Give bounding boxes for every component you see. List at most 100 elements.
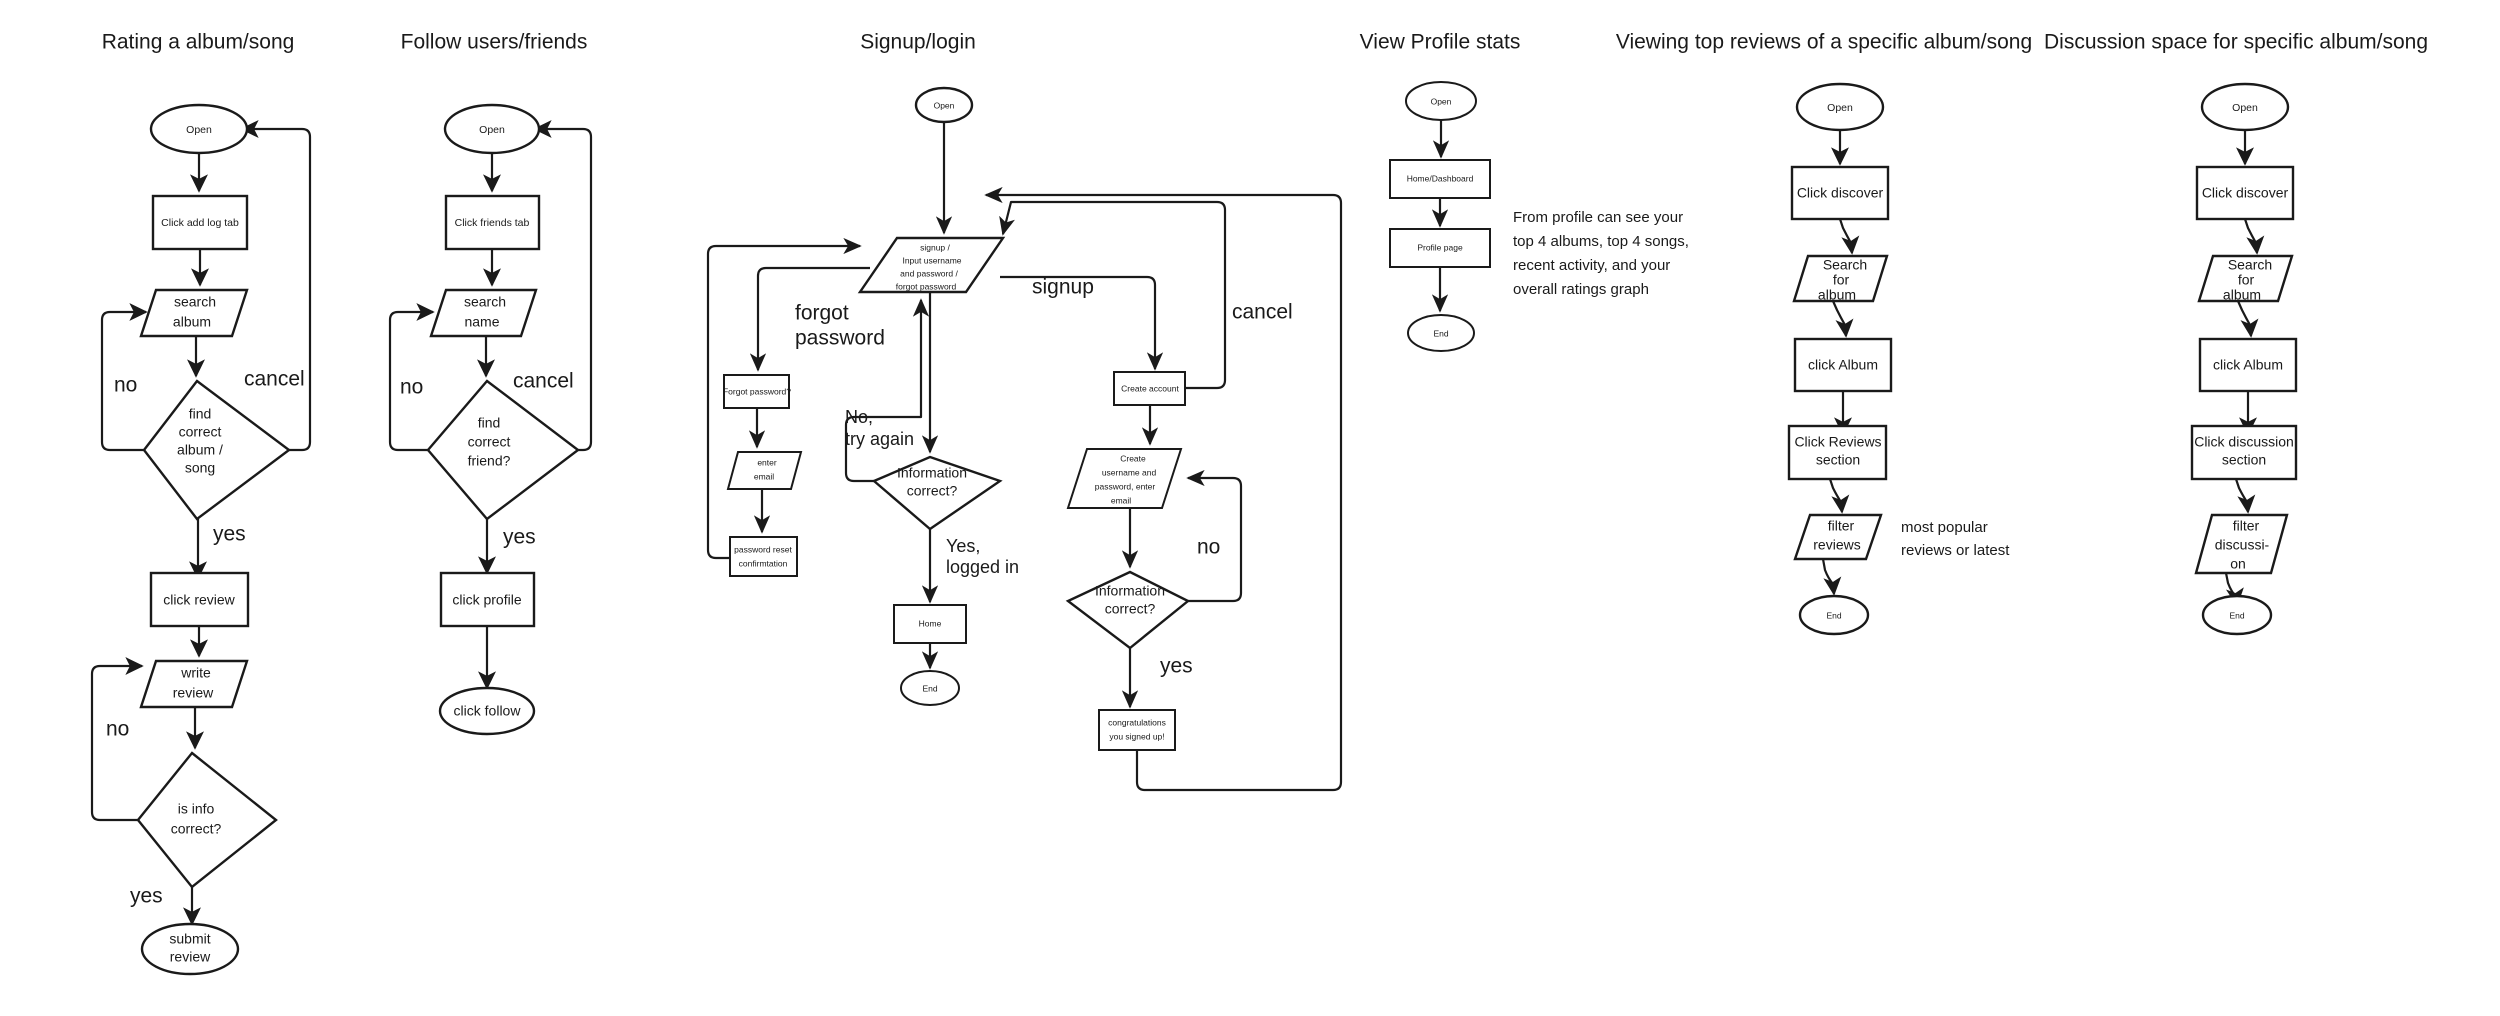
reviews-node-click-album-label: click Album — [1808, 357, 1878, 373]
reviews-node-filter-reviews[interactable] — [1793, 513, 1883, 561]
profile-node-home-dashboard[interactable] — [1389, 159, 1491, 199]
follow-edge-cancel — [533, 119, 593, 452]
signup-node-end-label: End — [922, 683, 937, 693]
signup-node-congrats-line2: you signed up! — [1109, 731, 1164, 741]
signup-label-no-signup: no — [1197, 536, 1220, 559]
signup-label-forgot-2: password — [795, 327, 885, 350]
follow-node-find-friend-line1: find — [478, 415, 501, 431]
signup-node-end[interactable] — [900, 670, 960, 706]
signup-label-forgot-1: forgot — [795, 302, 849, 325]
follow-node-find-correct-friend[interactable] — [426, 379, 580, 521]
signup-edge-reset-return — [706, 237, 862, 560]
signup-node-home[interactable] — [893, 604, 967, 644]
signup-node-congratulations[interactable] — [1098, 709, 1176, 751]
rating-node-is-info-correct-line1: is info — [178, 801, 215, 817]
discussion-node-click-discover-label: Click discover — [2202, 185, 2289, 201]
signup-node-home-label: Home — [919, 618, 942, 628]
signup-node-create-user-line2: username and — [1102, 467, 1157, 477]
rating-node-open-label: Open — [186, 124, 212, 136]
signup-node-info-signup-line1: Information — [1095, 583, 1165, 599]
column-title-discussion: Discussion space for specific album/song — [2044, 31, 2428, 54]
signup-node-create-user[interactable] — [1066, 448, 1183, 509]
reviews-note-line1: most popular — [1901, 519, 1988, 536]
discussion-node-filter-line2: discussi- — [2215, 537, 2270, 553]
signup-node-input[interactable] — [857, 236, 1006, 294]
rating-label-cancel: cancel — [244, 368, 305, 391]
signup-node-forgot-password-label: Forgot password? — [723, 386, 791, 396]
rating-node-write-review[interactable] — [139, 659, 249, 709]
reviews-node-search-line1: Search — [1823, 257, 1867, 273]
column-title-profile: View Profile stats — [1360, 31, 1521, 54]
discussion-node-click-discussion-section[interactable] — [2190, 424, 2298, 481]
follow-edge-no — [388, 302, 435, 452]
follow-label-yes: yes — [503, 526, 536, 549]
reviews-edge-discover-to-search — [1838, 218, 1860, 255]
follow-node-click-follow[interactable] — [438, 686, 536, 736]
rating-node-submit-review[interactable] — [140, 922, 240, 976]
reviews-edge-filter-to-end — [1821, 558, 1842, 596]
reviews-node-click-discover[interactable] — [1790, 165, 1890, 221]
follow-label-cancel: cancel — [513, 370, 574, 393]
reviews-node-search-for-album[interactable] — [1792, 254, 1889, 303]
discussion-node-search-line1: Search — [2228, 257, 2272, 273]
signup-node-info-login-line2: correct? — [907, 483, 958, 499]
signup-node-create-user-line1: Create — [1120, 453, 1146, 463]
reviews-edge-search-to-album — [1831, 300, 1854, 338]
reviews-node-end[interactable] — [1798, 594, 1870, 636]
signup-label-signup: signup — [1032, 276, 1094, 299]
rating-edge-no-bottom — [90, 656, 144, 822]
signup-node-enter-email[interactable] — [726, 451, 803, 490]
follow-node-click-profile[interactable] — [439, 571, 536, 628]
discussion-node-click-discussion-line1: Click discussion — [2194, 434, 2294, 450]
discussion-edge-discussion-to-filter — [2234, 478, 2256, 514]
follow-node-search-name-line1: search — [464, 294, 506, 310]
follow-node-open-label: Open — [479, 124, 505, 136]
signup-node-create-user-line4: email — [1111, 495, 1131, 505]
signup-node-open-label: Open — [934, 100, 955, 110]
rating-node-submit-review-line1: submit — [169, 931, 210, 947]
rating-edge-cancel — [240, 119, 312, 452]
rating-label-yes-bottom: yes — [130, 885, 163, 908]
discussion-node-filter-line3: on — [2230, 556, 2246, 572]
discussion-node-search-line3: album — [2223, 287, 2261, 303]
follow-node-search-name[interactable] — [429, 288, 538, 338]
signup-node-congrats-line1: congratulations — [1108, 717, 1166, 727]
signup-label-yes-signup: yes — [1160, 655, 1193, 678]
signup-node-create-user-line3: password, enter — [1095, 481, 1156, 491]
profile-note-line3: recent activity, and your — [1513, 257, 1670, 274]
signup-node-forgot-password[interactable] — [723, 374, 790, 409]
rating-node-is-info-correct-line2: correct? — [171, 821, 222, 837]
rating-node-find-correct-line2: correct — [179, 424, 222, 440]
profile-note-line4: overall ratings graph — [1513, 281, 1649, 298]
discussion-edge-search-to-album — [2236, 300, 2259, 338]
follow-node-click-friends-tab[interactable] — [444, 194, 541, 251]
follow-label-no: no — [400, 376, 423, 399]
discussion-node-search-for-album[interactable] — [2197, 254, 2294, 303]
signup-edge-no-signup — [1186, 469, 1243, 603]
signup-label-notry-1: No, — [845, 407, 873, 427]
signup-label-notry-2: try again — [845, 429, 914, 449]
reviews-node-end-label: End — [1826, 610, 1841, 620]
discussion-node-filter-discussion[interactable] — [2194, 513, 2289, 575]
follow-node-click-profile-label: click profile — [452, 592, 521, 608]
signup-node-input-line2: Input username — [902, 255, 961, 265]
signup-node-info-signup-line2: correct? — [1105, 601, 1156, 617]
signup-node-password-reset[interactable] — [729, 536, 798, 577]
rating-node-click-add-log-tab[interactable] — [151, 194, 249, 251]
discussion-node-search-line2: for — [2238, 272, 2255, 288]
discussion-node-end[interactable] — [2201, 594, 2273, 636]
rating-node-search-album[interactable] — [139, 288, 249, 338]
discussion-node-filter-line1: filter — [2233, 518, 2260, 534]
column-title-signup: Signup/login — [860, 31, 976, 54]
reviews-node-click-album[interactable] — [1793, 337, 1893, 393]
reviews-node-click-reviews-section[interactable] — [1787, 424, 1888, 481]
discussion-node-click-discussion-line2: section — [2222, 452, 2266, 468]
column-title-follow: Follow users/friends — [401, 31, 588, 54]
profile-node-end[interactable] — [1407, 314, 1475, 352]
follow-node-find-friend-line2: correct — [468, 434, 511, 450]
follow-node-click-friends-tab-label: Click friends tab — [455, 217, 530, 229]
follow-node-find-friend-line3: friend? — [468, 453, 511, 469]
rating-node-find-correct-line3: album / — [177, 442, 223, 458]
signup-node-input-line4: forgot password — [896, 281, 957, 291]
